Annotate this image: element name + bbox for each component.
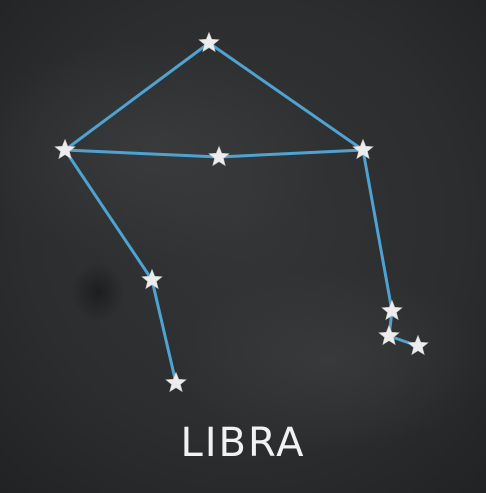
board-haze: [0, 40, 330, 260]
star-icon-center-beam: [208, 145, 230, 167]
constellation-line-top-to-right-beam: [207, 41, 365, 152]
constellation-line-top-to-left-beam: [63, 41, 211, 152]
constellation-line-center-beam-to-right-beam: [217, 148, 365, 159]
constellation-line-left-mid-to-left-bottom: [150, 278, 178, 385]
constellation-line-left-beam-to-left-mid: [63, 148, 154, 282]
constellation-line-left-beam-to-center-beam: [63, 148, 221, 159]
star-icon-right-cluster-a: [378, 324, 400, 346]
star-icon-left-mid: [141, 268, 163, 290]
star-icon-right-cluster-b: [407, 334, 429, 356]
star-icon-right-lower: [381, 299, 403, 321]
star-icon-left-beam: [54, 138, 76, 160]
star-icon-left-bottom: [165, 371, 187, 393]
star-icon-right-beam: [352, 138, 374, 160]
board-haze: [170, 270, 486, 450]
constellation-title: LIBRA: [180, 420, 305, 466]
board-smudge: [72, 262, 124, 322]
constellation-stars: [54, 31, 429, 393]
constellation-line-right-beam-to-right-lower: [361, 148, 394, 313]
star-icon-top: [198, 31, 220, 53]
